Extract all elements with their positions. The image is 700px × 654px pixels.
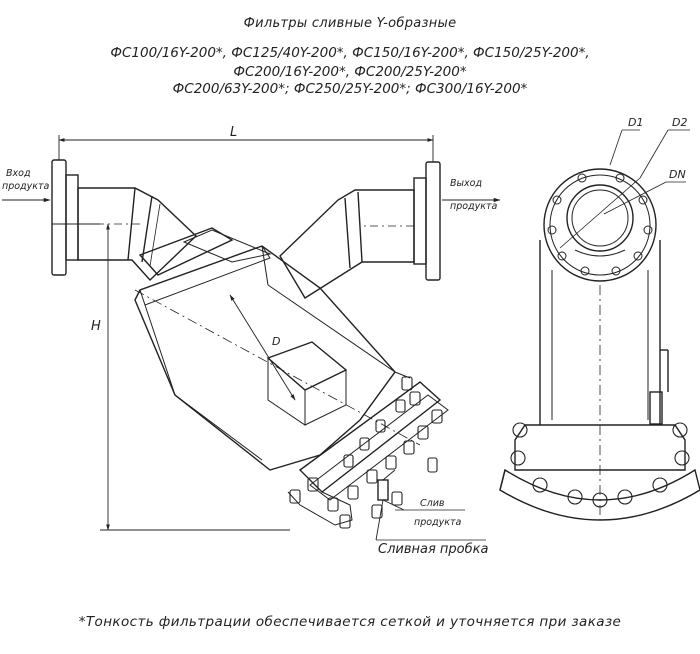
inlet-flange-collar	[65, 174, 79, 261]
inlet-label-2: продукта	[2, 181, 50, 192]
drain-plug-label: Сливная пробка	[378, 542, 488, 557]
drawing-title: Фильтры сливные Y-образные	[243, 16, 457, 31]
filter-body	[134, 245, 396, 471]
dimension-h-label: H	[91, 319, 101, 334]
dn-label: DN	[669, 168, 686, 181]
bottom-flange	[298, 381, 442, 493]
bottom-bolts	[510, 422, 690, 508]
drain-plug	[377, 479, 389, 501]
dimension-d-label: D	[272, 335, 280, 348]
pipe-bore	[566, 184, 634, 252]
d2-label: D2	[672, 116, 687, 129]
drain-label-2: продукта	[414, 517, 462, 528]
inlet-label-1: Вход	[6, 168, 31, 179]
outlet-flange-collar	[413, 177, 427, 265]
dimension-l	[58, 135, 434, 162]
outlet-pipe	[279, 189, 415, 299]
side-view	[51, 159, 449, 541]
inspection-window	[266, 341, 348, 391]
upper-ring	[138, 227, 234, 276]
flange-bolts	[289, 376, 443, 529]
top-flange-face	[543, 168, 657, 282]
model-list-line-1: ФС100/16Y-200*, ФС125/40Y-200*, ФС150/16…	[110, 45, 590, 61]
outlet-flange	[425, 161, 441, 281]
outlet-label-2: продукта	[450, 201, 498, 212]
outlet-label-1: Выход	[450, 178, 482, 189]
footnote: *Тонкость фильтрации обеспечивается сетк…	[78, 614, 622, 630]
dimension-l-label: L	[230, 125, 237, 140]
model-list-line-2: ФС200/16Y-200*, ФС200/25Y-200*	[233, 64, 467, 80]
drain-label-1: Слив	[420, 498, 445, 509]
d1-label: D1	[628, 116, 643, 129]
model-list-line-3: ФС200/63Y-200*; ФС250/25Y-200*; ФС300/16…	[172, 81, 528, 97]
side-window-edge	[649, 391, 663, 425]
inlet-pipe	[77, 187, 198, 282]
inlet-flange	[51, 159, 67, 276]
front-view	[499, 129, 700, 521]
dimension-h	[52, 223, 290, 531]
